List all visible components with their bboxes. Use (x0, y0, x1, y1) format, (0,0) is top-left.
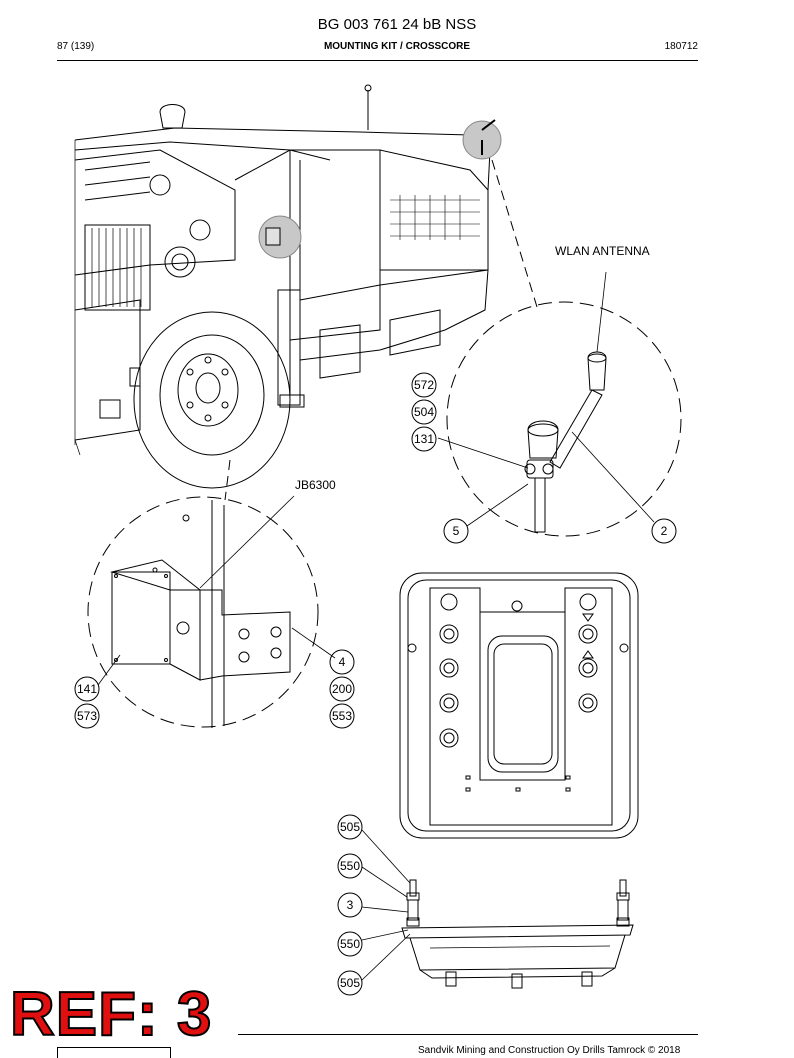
bubble-505-bottom: 505 (340, 976, 360, 990)
bubble-505-top: 505 (340, 820, 360, 834)
footer-divider (238, 1034, 698, 1035)
junction-box-label: JB6300 (295, 478, 336, 492)
antenna-detail (437, 271, 682, 537)
bubble-553: 553 (332, 709, 352, 723)
callout-bubbles (74, 372, 677, 996)
bubble-4: 4 (339, 655, 346, 669)
bubble-5: 5 (453, 524, 460, 538)
bubble-550-top: 550 (340, 859, 360, 873)
detail-leaders (224, 159, 538, 501)
revision-code: 180712 (664, 41, 698, 52)
bubble-3: 3 (347, 898, 354, 912)
display-unit-side (361, 829, 634, 989)
bubble-572: 572 (414, 378, 434, 392)
bubble-573: 573 (77, 709, 97, 723)
bubble-550-bottom: 550 (340, 937, 360, 951)
header-divider (57, 60, 698, 61)
bubble-504: 504 (414, 405, 434, 419)
reference-stamp: REF: 3 (9, 980, 213, 1049)
display-unit-front (399, 572, 639, 839)
bubble-2: 2 (661, 524, 668, 538)
bubble-200: 200 (332, 682, 352, 696)
wlan-antenna-label: WLAN ANTENNA (555, 244, 650, 258)
bubble-141: 141 (77, 682, 97, 696)
machine-overview (74, 84, 502, 489)
footer-copyright: Sandvik Mining and Construction Oy Drill… (418, 1045, 681, 1056)
page-indicator: 87 (139) (57, 41, 95, 52)
section-title: MOUNTING KIT / CROSSCORE (323, 41, 471, 52)
junction-box-detail (87, 495, 336, 728)
document-title: BG 003 761 24 bB NSS (317, 16, 477, 33)
bubble-131: 131 (414, 432, 434, 446)
